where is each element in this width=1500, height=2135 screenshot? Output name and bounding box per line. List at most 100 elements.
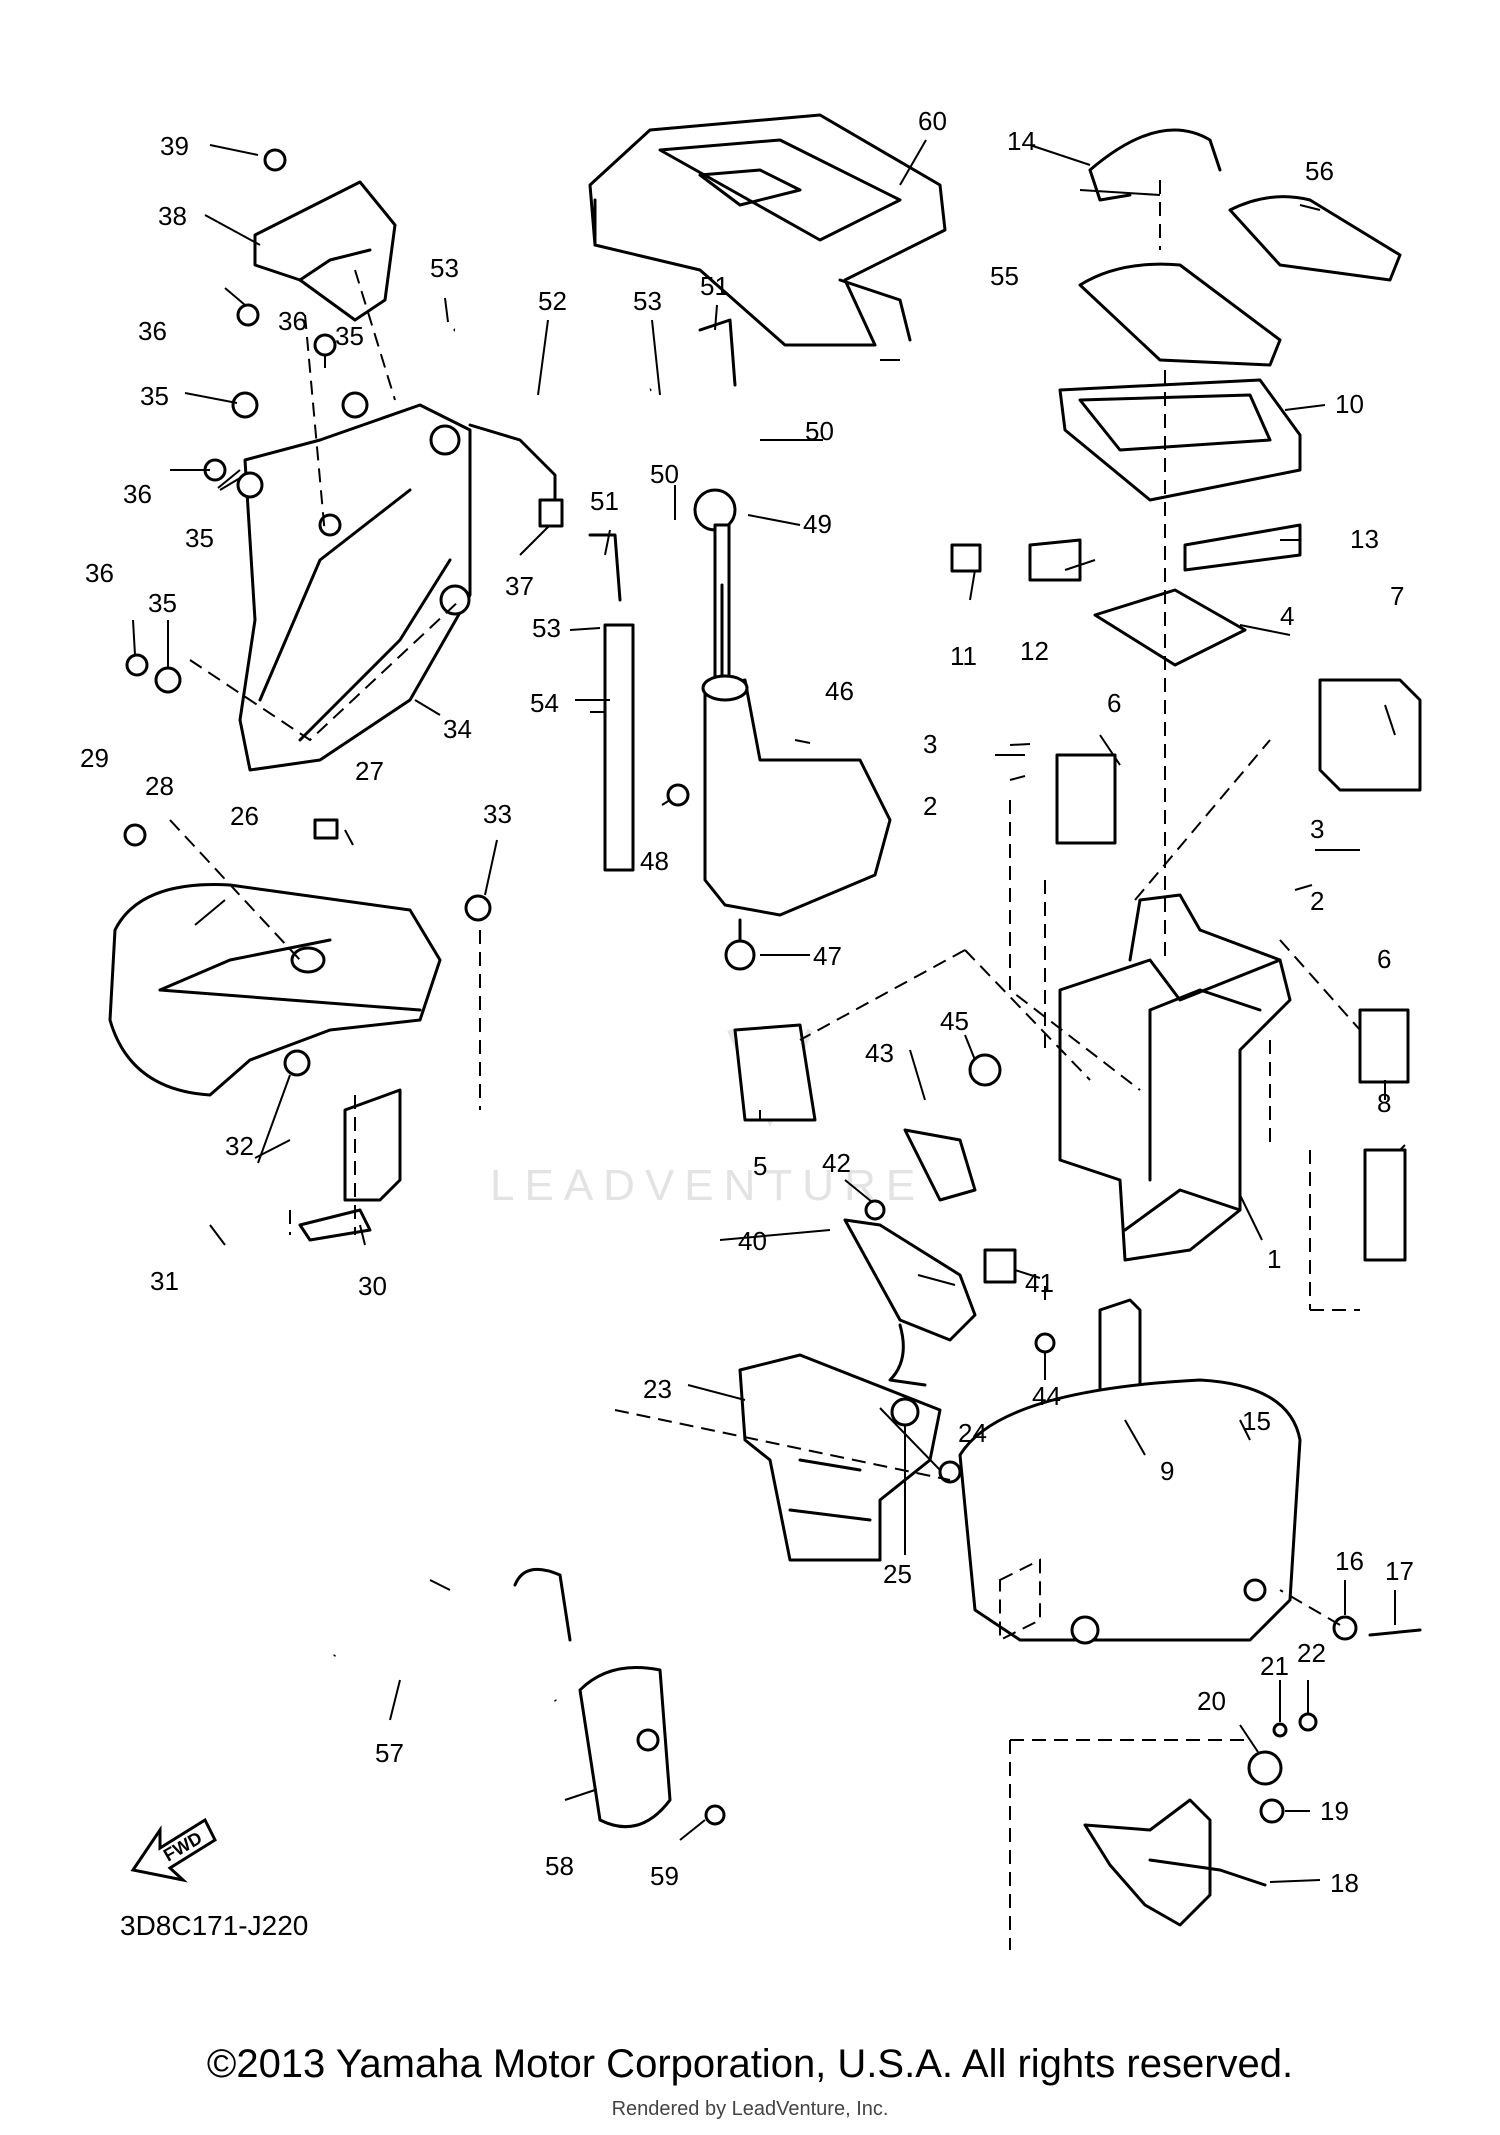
part-12-pad xyxy=(1028,538,1082,582)
callout-6: 6 xyxy=(1377,944,1391,974)
callout-9: 9 xyxy=(1160,1456,1174,1486)
callout-52: 52 xyxy=(538,286,567,316)
part-8-pad xyxy=(1363,1148,1407,1262)
callout-17: 17 xyxy=(1385,1556,1414,1586)
callout-19: 19 xyxy=(1320,1796,1349,1826)
part-33-grommet xyxy=(464,894,492,922)
callout-53: 53 xyxy=(430,253,459,283)
part-19-bolt xyxy=(1259,1798,1285,1824)
bolts-35-36 xyxy=(125,303,369,694)
leadventure-watermark: LEADVENTURE xyxy=(490,1028,915,1210)
callout-2: 2 xyxy=(1310,886,1324,916)
callout-37: 37 xyxy=(505,571,534,601)
part-7-pad xyxy=(1318,678,1422,792)
callout-59: 59 xyxy=(650,1861,679,1891)
part-11-clip xyxy=(950,543,982,573)
callout-48: 48 xyxy=(640,846,669,876)
fwd-arrow-icon: FWD xyxy=(130,1817,217,1883)
callout-6: 6 xyxy=(1107,688,1121,718)
callout-36: 36 xyxy=(278,306,307,336)
callout-24: 24 xyxy=(958,1418,987,1448)
callout-21: 21 xyxy=(1260,1651,1289,1681)
part-1-battery-box xyxy=(1058,893,1292,1262)
part-28-washer xyxy=(123,823,147,847)
callout-40: 40 xyxy=(738,1226,767,1256)
callout-16: 16 xyxy=(1335,1546,1364,1576)
callout-35: 35 xyxy=(335,321,364,351)
part-20-damper xyxy=(1247,1750,1283,1786)
callout-4: 4 xyxy=(1280,601,1294,631)
assembly-lines xyxy=(169,180,1361,1950)
callout-7: 7 xyxy=(1390,581,1404,611)
callout-54: 54 xyxy=(530,688,559,718)
callout-44: 44 xyxy=(1032,1381,1061,1411)
part-41-relay xyxy=(983,1248,1017,1284)
callout-3: 3 xyxy=(1310,814,1324,844)
callout-10: 10 xyxy=(1335,389,1364,419)
callout-39: 39 xyxy=(160,131,189,161)
part-60-cover xyxy=(588,113,947,347)
part-32-grommet xyxy=(283,1049,311,1077)
callout-12: 12 xyxy=(1020,636,1049,666)
callout-11: 11 xyxy=(950,641,977,671)
part-42-bolt xyxy=(864,1199,886,1221)
callout-36: 36 xyxy=(138,316,167,346)
part-6b-pad xyxy=(1358,1008,1410,1084)
part-37-wire xyxy=(468,423,557,512)
callout-33: 33 xyxy=(483,799,512,829)
callout-23: 23 xyxy=(643,1374,672,1404)
bracket-18-22 xyxy=(1083,1712,1318,1927)
part-24-bolt xyxy=(938,1460,962,1484)
callout-1: 1 xyxy=(1267,1244,1281,1274)
part-54-hose xyxy=(603,623,635,872)
part-38-bracket xyxy=(253,148,397,322)
callout-51: 51 xyxy=(590,486,619,516)
part-21-washer xyxy=(1272,1722,1288,1738)
callout-22: 22 xyxy=(1297,1638,1326,1668)
callout-35: 35 xyxy=(185,523,214,553)
part-59-bolt xyxy=(704,1804,726,1826)
leader-lines xyxy=(132,139,1406,1883)
part-48-bolt xyxy=(666,783,690,807)
part-6-pad xyxy=(1055,753,1117,845)
part-22-bolt xyxy=(1298,1712,1318,1732)
callout-46: 46 xyxy=(825,676,854,706)
callout-50: 50 xyxy=(650,459,679,489)
callout-57: 57 xyxy=(375,1738,404,1768)
callout-36: 36 xyxy=(85,558,114,588)
callout-47: 47 xyxy=(813,941,842,971)
callout-58: 58 xyxy=(545,1851,574,1881)
callout-60: 60 xyxy=(918,106,947,136)
callout-35: 35 xyxy=(148,588,177,618)
callout-41: 41 xyxy=(1025,1268,1054,1298)
callout-15: 15 xyxy=(1242,1406,1271,1436)
callout-53: 53 xyxy=(633,286,662,316)
stay-57-58 xyxy=(332,1567,726,1829)
callout-43: 43 xyxy=(865,1038,894,1068)
callout-29: 29 xyxy=(80,743,109,773)
part-26-side-cover xyxy=(108,883,442,1097)
bolt-39 xyxy=(263,148,287,172)
part-30-bracket xyxy=(123,818,492,1242)
part-13-pad xyxy=(1183,523,1302,572)
callout-53: 53 xyxy=(532,613,561,643)
callout-2: 2 xyxy=(923,791,937,821)
diagram-code: 3D8C171-J220 xyxy=(120,1910,308,1941)
callout-14: 14 xyxy=(1007,126,1036,156)
callout-49: 49 xyxy=(803,509,832,539)
callout-3: 3 xyxy=(923,729,937,759)
callout-35: 35 xyxy=(140,381,169,411)
callout-56: 56 xyxy=(1305,156,1334,186)
callout-labels: 1 2 2 3 3 4 5 6 6 7 8 9 10 11 12 13 14 1… xyxy=(80,106,1414,1898)
copyright-notice: ©2013 Yamaha Motor Corporation, U.S.A. A… xyxy=(206,2042,1294,2086)
callout-38: 38 xyxy=(158,201,187,231)
part-17-bolt xyxy=(1368,1628,1422,1637)
part-34-side-cover xyxy=(238,403,472,772)
callout-32: 32 xyxy=(225,1131,254,1161)
callout-51: 51 xyxy=(700,271,729,301)
callout-13: 13 xyxy=(1350,524,1379,554)
bracket-40-45 xyxy=(843,1053,1056,1387)
callout-25: 25 xyxy=(883,1559,912,1589)
callout-20: 20 xyxy=(1197,1686,1226,1716)
